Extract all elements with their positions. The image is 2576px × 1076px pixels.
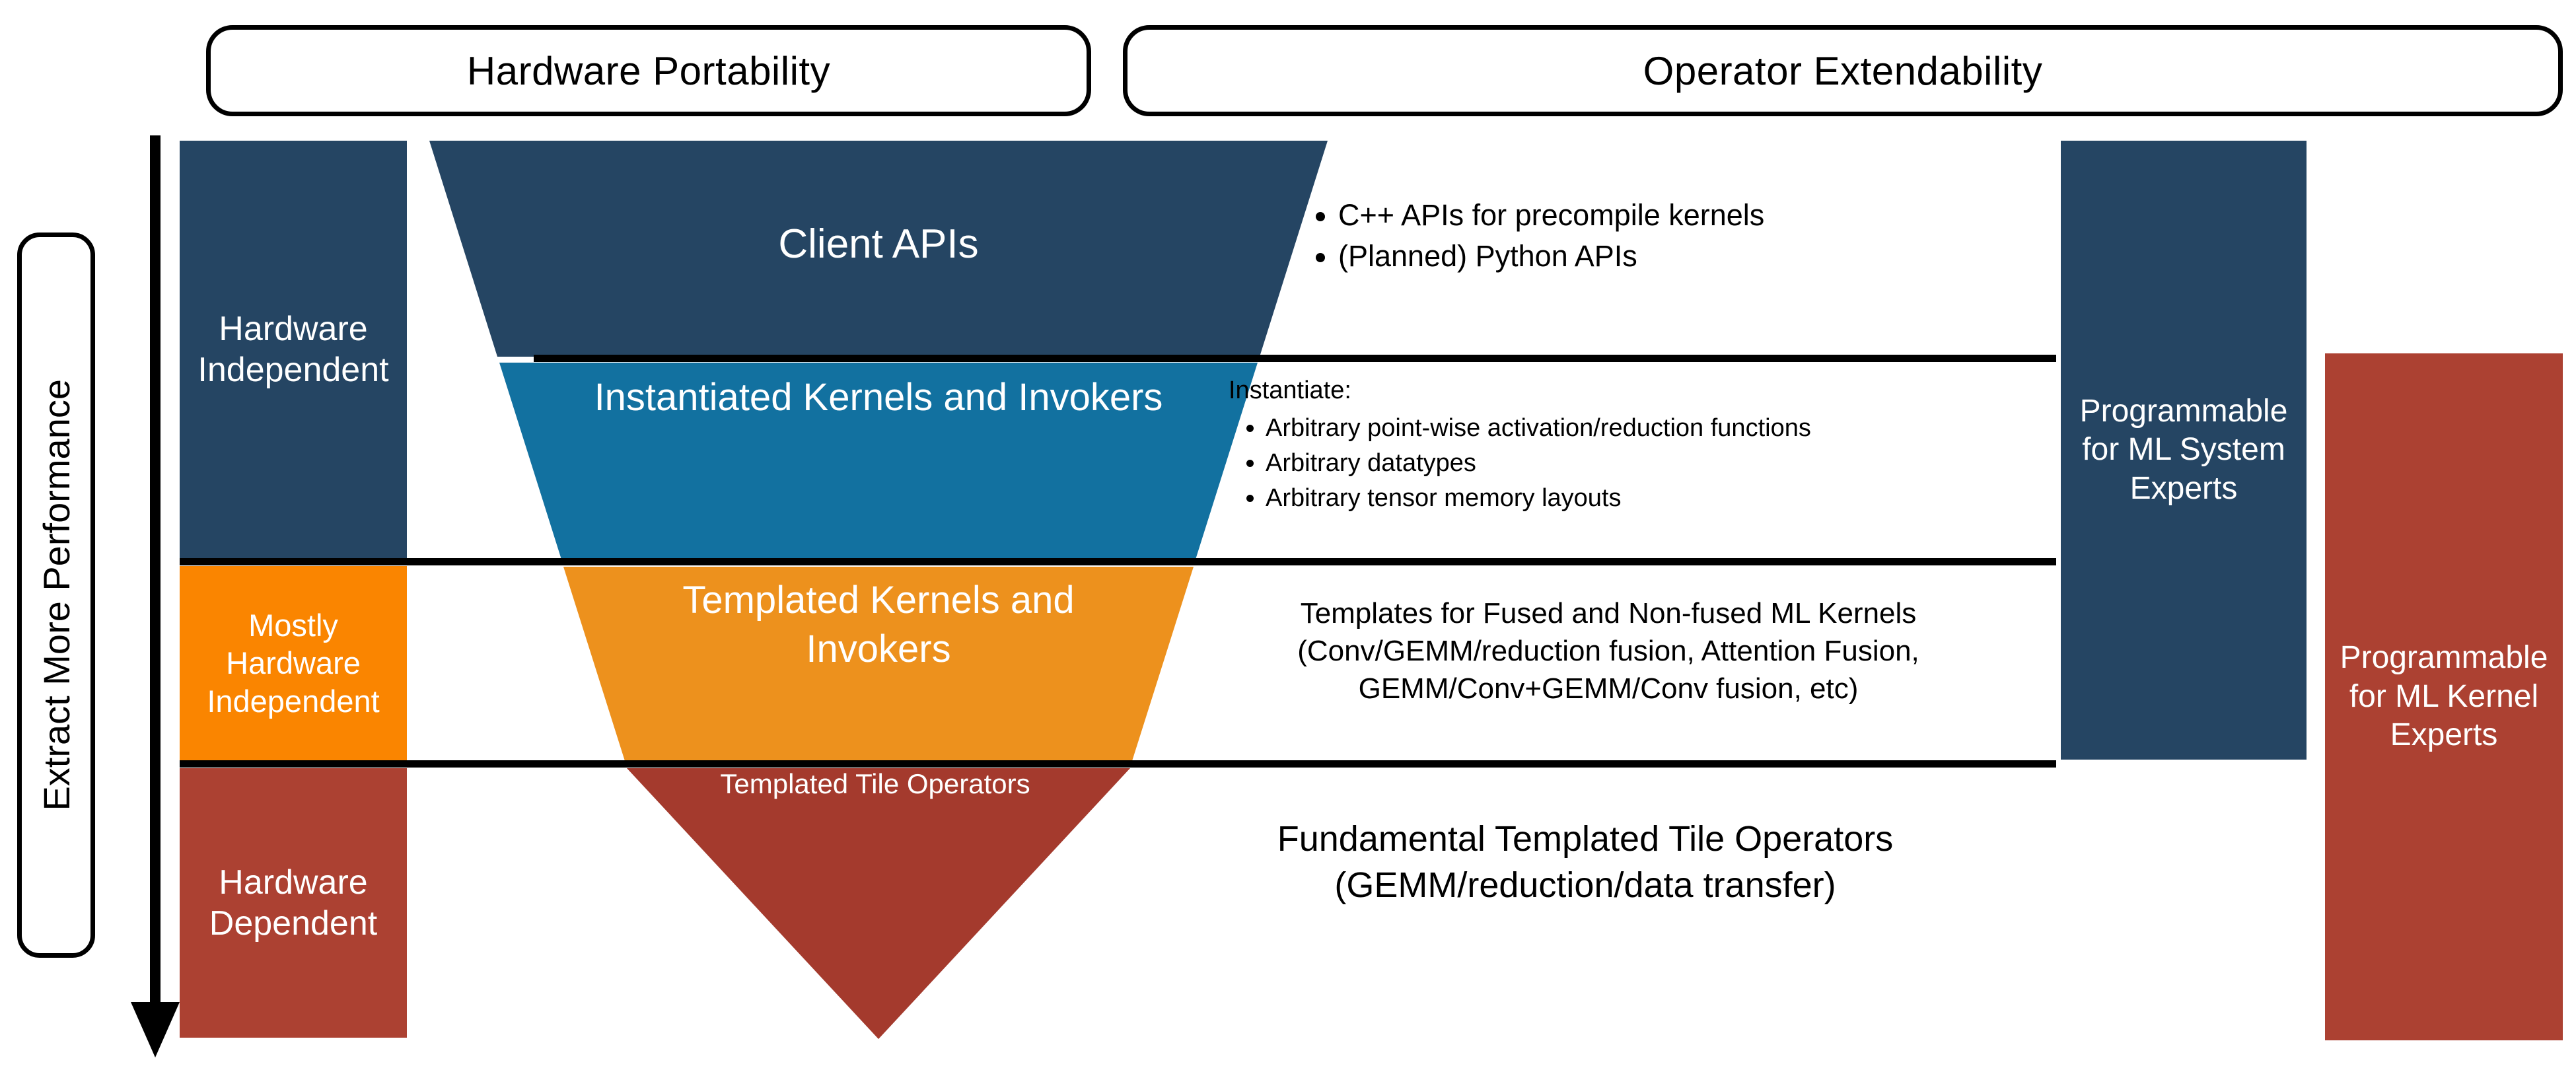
funnel-label-text: Instantiated Kernels and Invokers bbox=[594, 376, 1163, 419]
list-item: Arbitrary tensor memory layouts bbox=[1266, 484, 2054, 513]
funnel-segment-client-apis bbox=[429, 141, 1328, 357]
list-item: (Planned) Python APIs bbox=[1338, 239, 2048, 273]
divider-rule-3 bbox=[180, 760, 2056, 768]
level-bar-mostly-hardware-independent: Mostly Hardware Independent bbox=[180, 566, 407, 760]
description-tile-operators: Fundamental Templated Tile Operators (GE… bbox=[1123, 816, 2048, 908]
header-pill-label: Hardware Portability bbox=[466, 48, 831, 93]
funnel-segment-instantiated bbox=[499, 363, 1258, 559]
text-line: Fundamental Templated Tile Operators bbox=[1277, 819, 1894, 859]
funnel-label-text: Client APIs bbox=[778, 221, 979, 267]
funnel-label-instantiated: Instantiated Kernels and Invokers bbox=[555, 373, 1202, 422]
performance-arrow-icon bbox=[131, 135, 180, 1058]
level-bar-label: Hardware Dependent bbox=[209, 863, 378, 943]
text-line: (Conv/GEMM/reduction fusion, Attention F… bbox=[1297, 635, 1919, 668]
list-item: Arbitrary datatypes bbox=[1266, 449, 2054, 478]
audience-bar-label: Programmable for ML Kernel Experts bbox=[2340, 640, 2548, 753]
client-apis-bullet-list: C++ APIs for precompile kernels (Planned… bbox=[1301, 198, 2048, 273]
list-item: C++ APIs for precompile kernels bbox=[1338, 198, 2048, 233]
axis-label-box: Extract More Performance bbox=[17, 233, 95, 958]
funnel-label-text: Templated Tile Operators bbox=[720, 768, 1030, 799]
funnel-segment-templated-kernels bbox=[563, 567, 1194, 761]
divider-rule-2 bbox=[180, 558, 2056, 565]
funnel-label-tile-operators: Templated Tile Operators bbox=[710, 766, 1040, 802]
description-templated-kernels: Templates for Fused and Non-fused ML Ker… bbox=[1163, 594, 2054, 708]
instantiated-bullet-list: Arbitrary point-wise activation/reductio… bbox=[1229, 414, 2054, 513]
level-bar-hardware-dependent: Hardware Dependent bbox=[180, 768, 407, 1038]
audience-bar-ml-system-experts: Programmable for ML System Experts bbox=[2061, 141, 2307, 760]
description-instantiated: Instantiate: Arbitrary point-wise activa… bbox=[1229, 377, 2054, 519]
text-line: GEMM/Conv+GEMM/Conv fusion, etc) bbox=[1358, 672, 1859, 705]
header-pill-hardware-portability: Hardware Portability bbox=[206, 25, 1091, 116]
audience-bar-label: Programmable for ML System Experts bbox=[2079, 393, 2288, 506]
divider-rule-1 bbox=[534, 355, 2056, 362]
level-bar-label: Hardware Independent bbox=[197, 309, 389, 389]
instantiate-lead-label: Instantiate: bbox=[1229, 377, 1351, 404]
header-pill-operator-extendability: Operator Extendability bbox=[1123, 25, 2563, 116]
funnel-label-text: Templated Kernels and Invokers bbox=[682, 579, 1075, 671]
description-client-apis: C++ APIs for precompile kernels (Planned… bbox=[1301, 198, 2048, 280]
text-line: Templates for Fused and Non-fused ML Ker… bbox=[1300, 597, 1917, 629]
list-item: Arbitrary point-wise activation/reductio… bbox=[1266, 414, 2054, 443]
level-bar-hardware-independent: Hardware Independent bbox=[180, 141, 407, 558]
header-pill-label: Operator Extendability bbox=[1643, 48, 2043, 93]
audience-bar-ml-kernel-experts: Programmable for ML Kernel Experts bbox=[2325, 353, 2563, 1040]
level-bar-label: Mostly Hardware Independent bbox=[207, 608, 380, 719]
funnel-label-client-apis: Client APIs bbox=[502, 218, 1255, 270]
axis-label-text: Extract More Performance bbox=[35, 379, 77, 811]
funnel-label-templated-kernels: Templated Kernels and Invokers bbox=[614, 576, 1143, 674]
text-line: (GEMM/reduction/data transfer) bbox=[1334, 865, 1836, 906]
funnel-segment-tile-operators bbox=[627, 768, 1130, 1039]
